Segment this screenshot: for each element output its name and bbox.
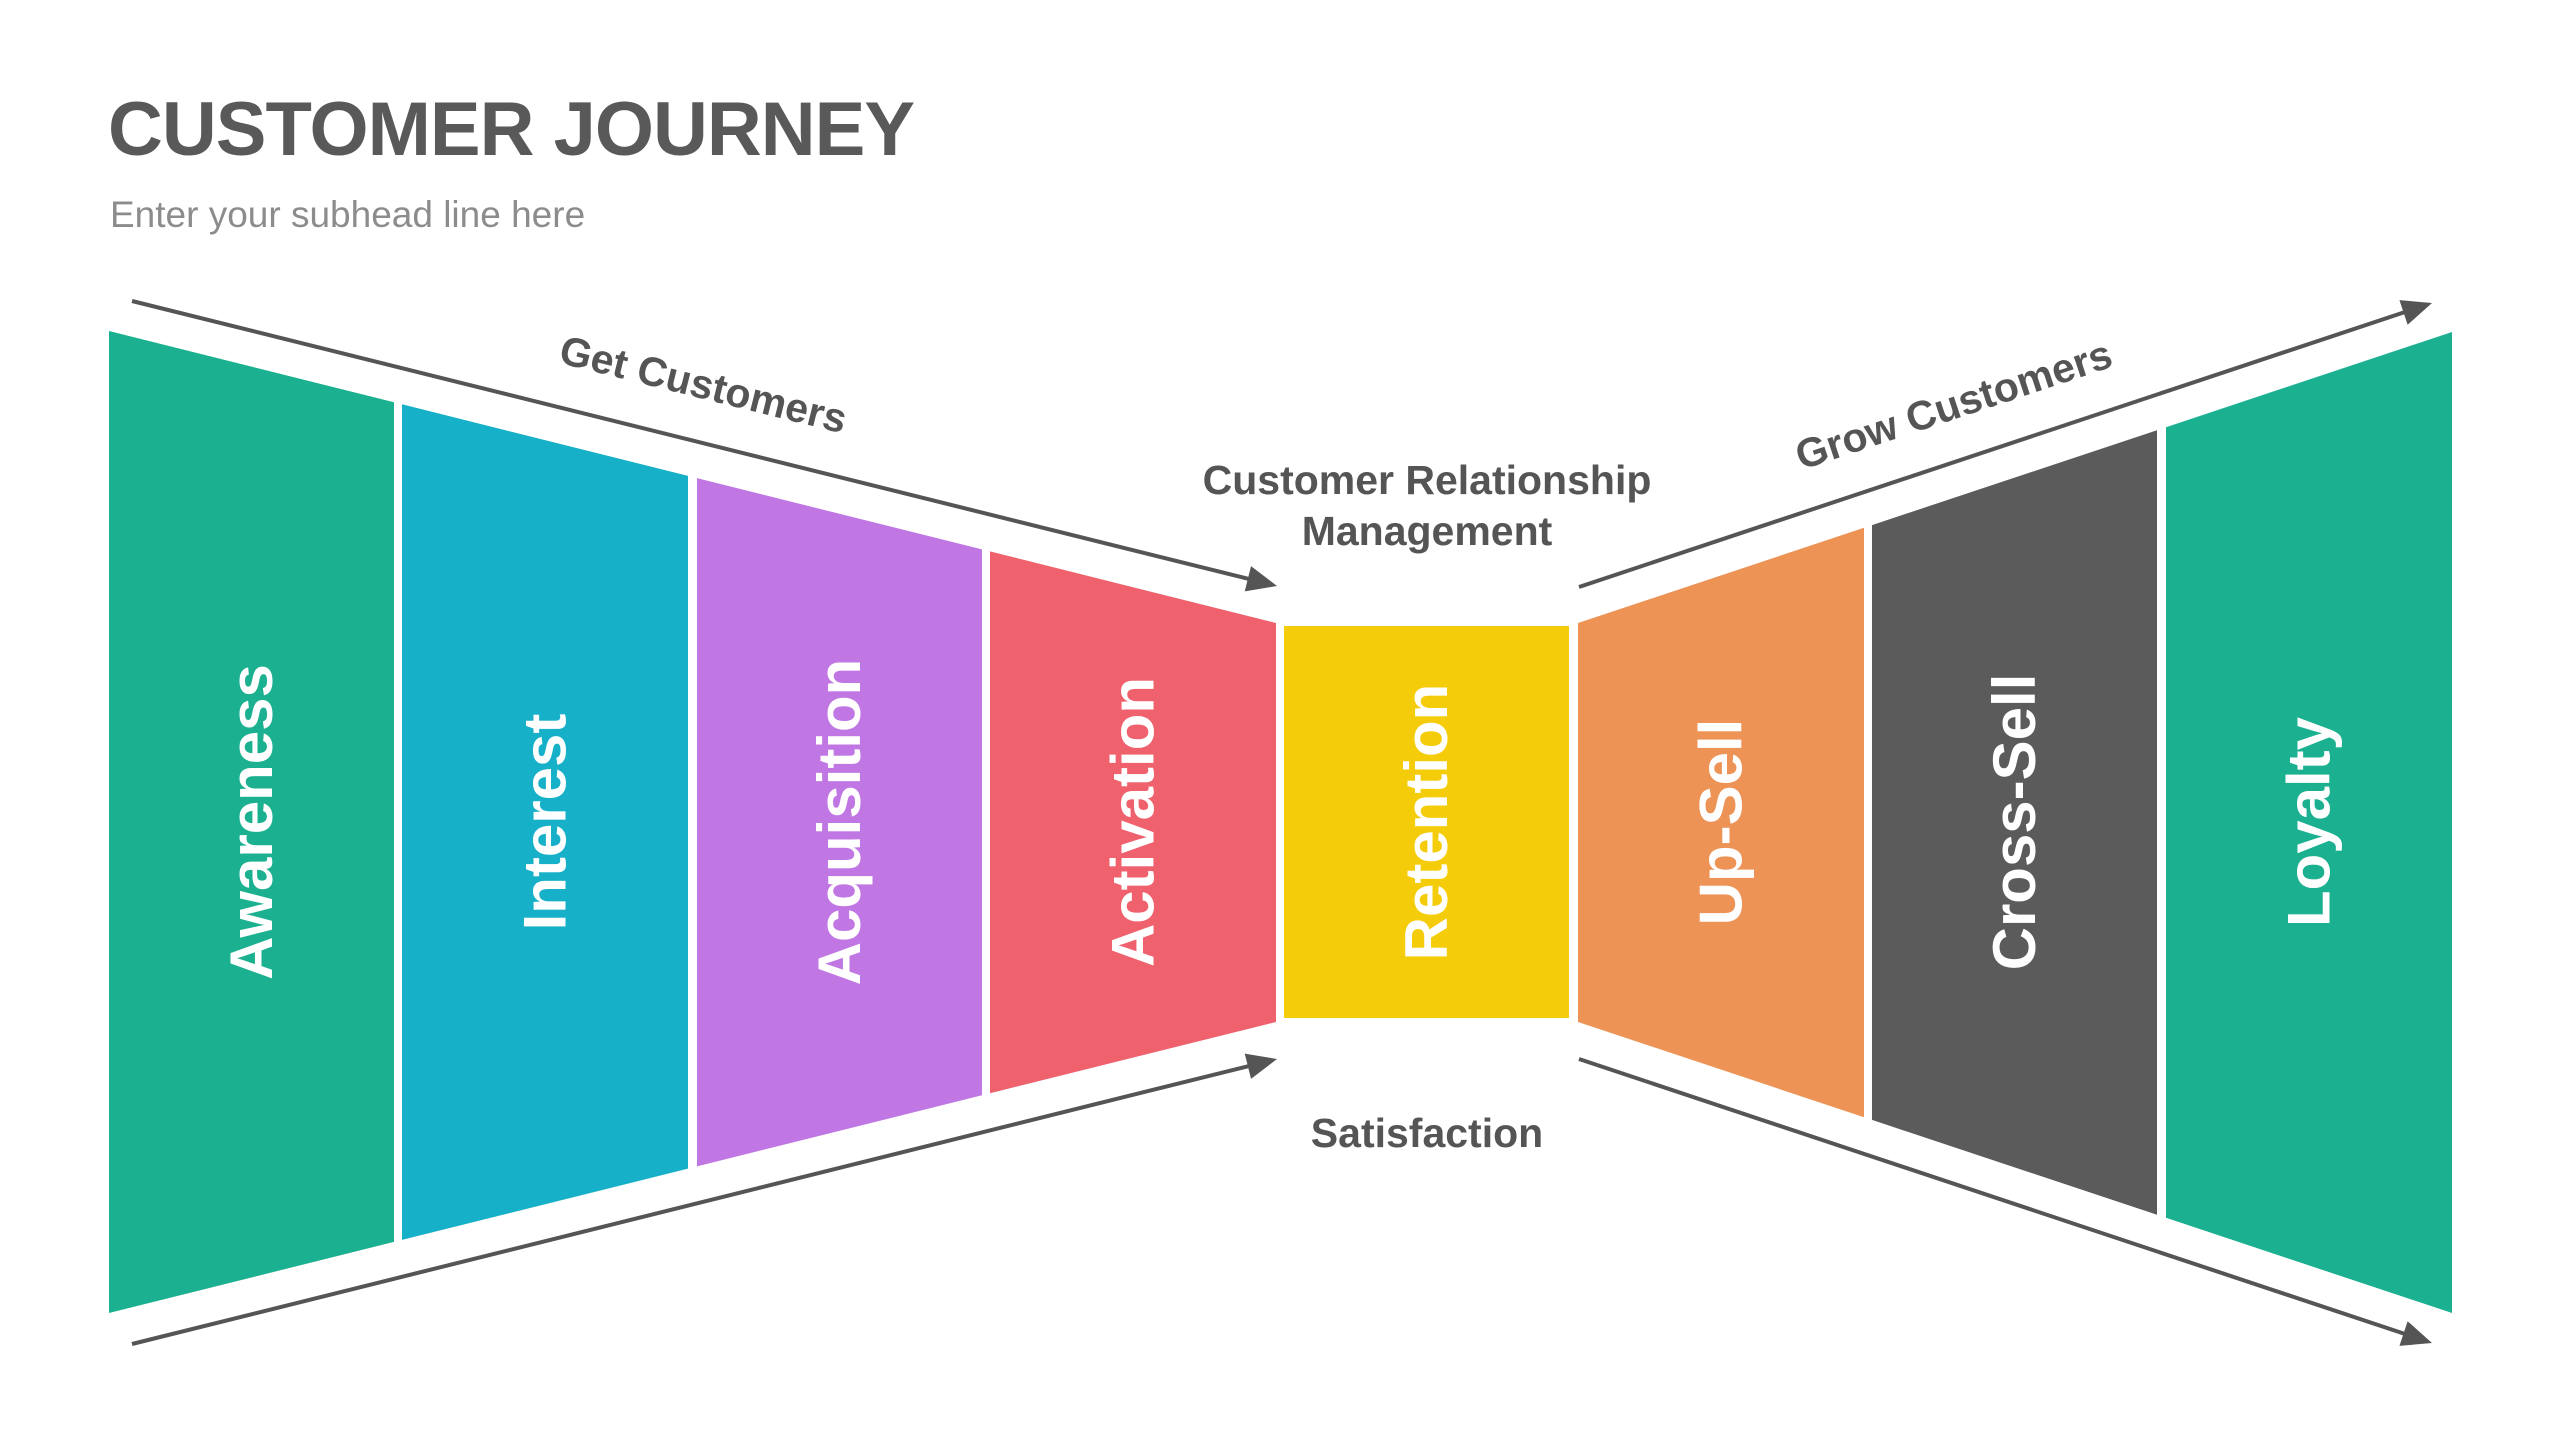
arrowhead-icon	[1244, 1053, 1277, 1079]
page-title: CUSTOMER JOURNEY	[108, 87, 915, 172]
crm-label-line2: Management	[1302, 508, 1553, 554]
stage-label-retention: Retention	[1393, 684, 1460, 961]
stage-label-interest: Interest	[512, 714, 579, 931]
stage-panel-interest	[402, 404, 688, 1240]
stage-label-activation: Activation	[1100, 677, 1167, 967]
stage-panel-awareness	[109, 331, 394, 1313]
stage-acquisition: Acquisition	[697, 478, 982, 1167]
get-customers-arrow	[131, 299, 1277, 592]
stage-label-up-sell: Up-Sell	[1688, 719, 1755, 926]
satisfaction-arrow-right-line	[1578, 1057, 2407, 1337]
stage-panel-loyalty	[2166, 331, 2452, 1314]
stage-panel-activation	[990, 551, 1276, 1094]
grow-customers-arrow	[1578, 300, 2432, 589]
stage-cross-sell: Cross-Sell	[1872, 430, 2157, 1215]
grow-customers-arrow-line	[1578, 309, 2407, 589]
stage-retention: Retention	[1284, 626, 1569, 1018]
stage-panel-retention	[1284, 626, 1569, 1018]
satisfaction-arrow-left	[131, 1053, 1277, 1346]
arrowhead-icon	[1244, 566, 1277, 592]
get-customers-label: Get Customers	[555, 327, 851, 443]
stage-panel-up-sell	[1578, 527, 1864, 1118]
stage-awareness: Awareness	[109, 331, 394, 1313]
arrowhead-icon	[2399, 300, 2432, 325]
stage-interest: Interest	[402, 404, 688, 1240]
stage-activation: Activation	[990, 551, 1276, 1094]
grow-customers-label: Grow Customers	[1790, 331, 2118, 479]
stage-label-awareness: Awareness	[218, 664, 285, 980]
satisfaction-arrow-left-line	[131, 1063, 1251, 1346]
arrowhead-icon	[2399, 1321, 2432, 1346]
stage-panel-cross-sell	[1872, 430, 2157, 1215]
stage-label-acquisition: Acquisition	[806, 659, 873, 986]
get-customers-arrow-line	[131, 299, 1251, 582]
crm-label-line1: Customer Relationship	[1203, 457, 1652, 503]
satisfaction-label: Satisfaction	[1311, 1110, 1543, 1156]
stage-panels: Awareness Interest Acquisition Activation Re…	[109, 331, 2452, 1314]
stage-label-cross-sell: Cross-Sell	[1981, 674, 2048, 971]
satisfaction-arrow-right	[1578, 1057, 2432, 1346]
stage-label-loyalty: Loyalty	[2276, 716, 2343, 927]
stage-loyalty: Loyalty	[2166, 331, 2452, 1314]
page-subtitle: Enter your subhead line here	[110, 194, 586, 235]
stage-panel-acquisition	[697, 478, 982, 1167]
stage-up-sell: Up-Sell	[1578, 527, 1864, 1118]
flow-arrows	[131, 299, 2432, 1346]
